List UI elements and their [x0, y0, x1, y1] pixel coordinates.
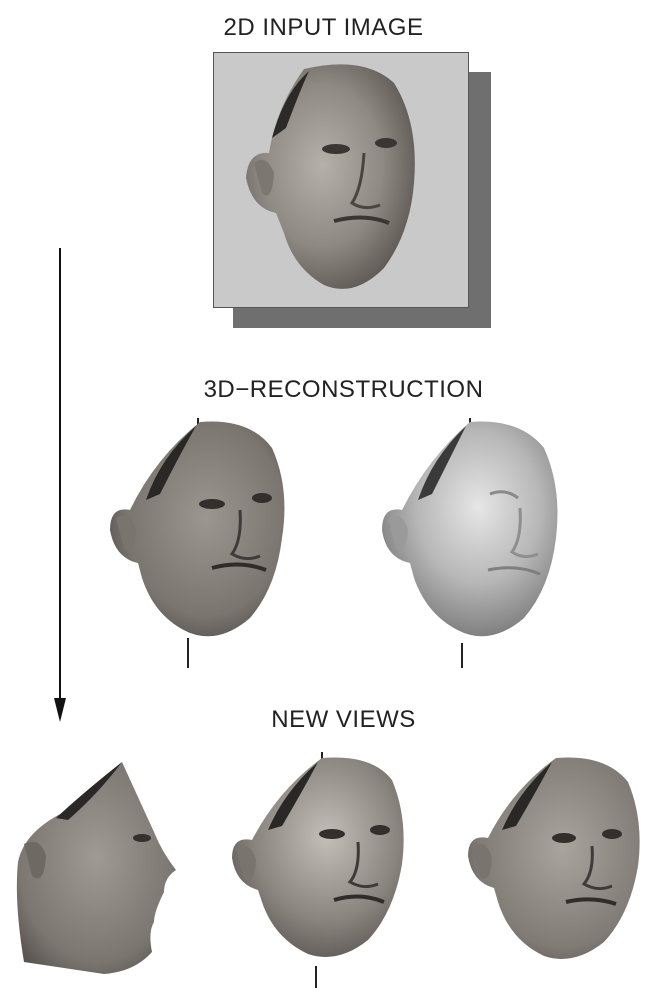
process-arrow: [54, 248, 66, 722]
reconstruction-shaded-face: [370, 418, 570, 668]
new-views-label: NEW VIEWS: [0, 706, 647, 734]
reconstruction-textured-face: [100, 418, 300, 668]
new-view-front-face: [222, 752, 422, 992]
input-image-label: 2D INPUT IMAGE: [0, 14, 647, 42]
reconstruction-label: 3D−RECONSTRUCTION: [0, 376, 647, 404]
input-image-panel: [213, 52, 469, 308]
new-view-three-quarter-face: [460, 752, 647, 992]
new-view-profile-face: [4, 752, 194, 992]
input-face-image: [214, 53, 470, 309]
